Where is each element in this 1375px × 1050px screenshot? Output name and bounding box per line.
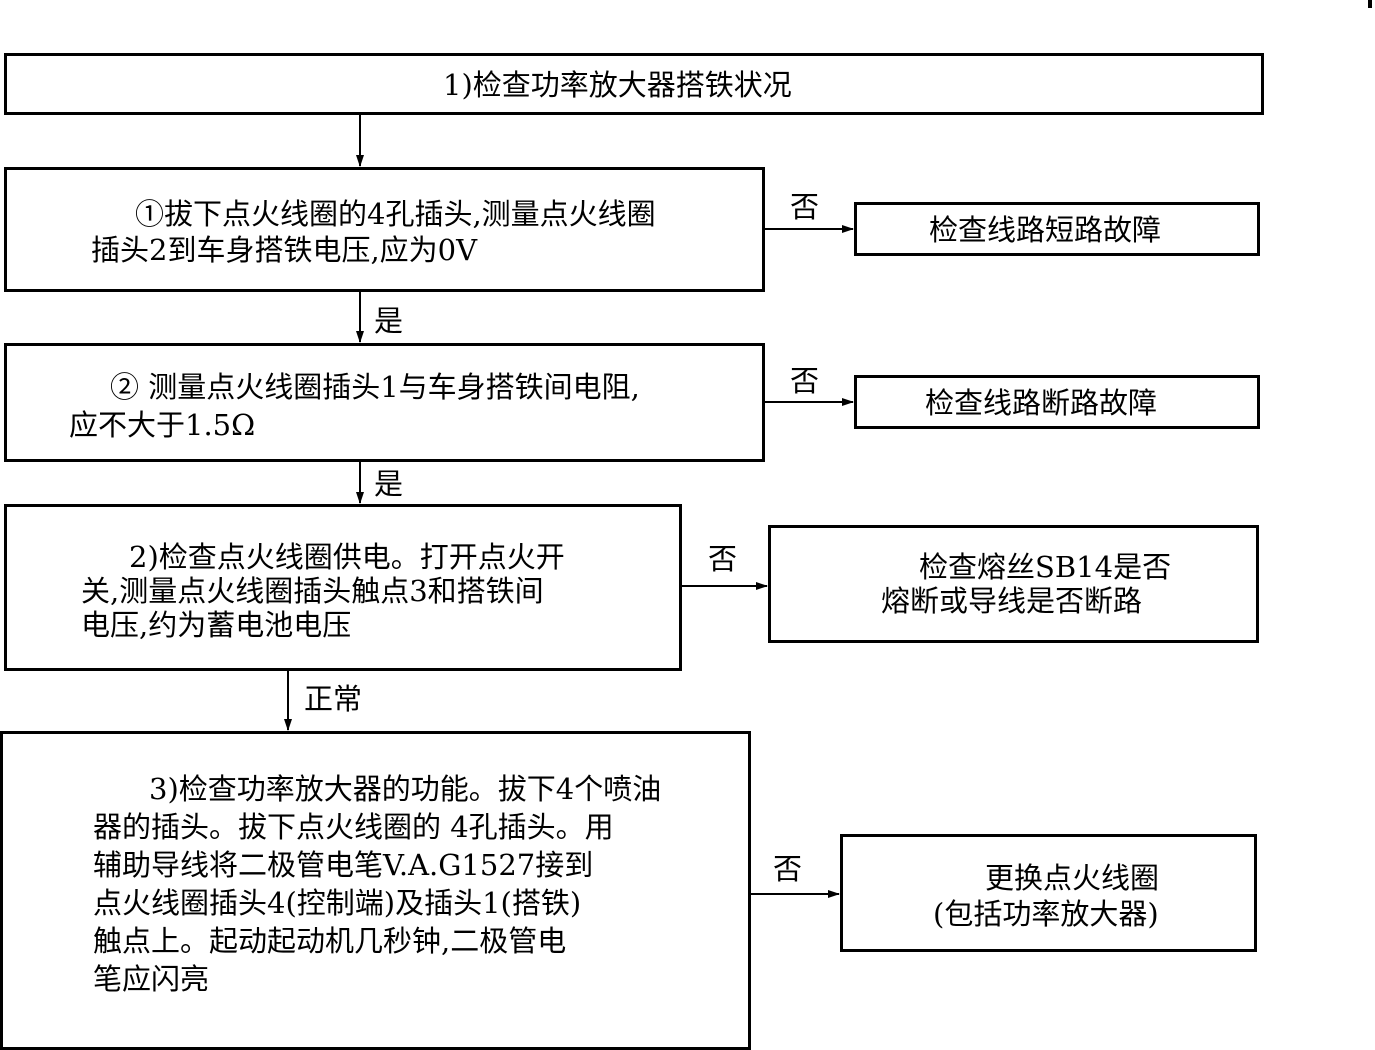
label-no-2: 否 [790,364,820,398]
label-no-3: 否 [708,542,738,576]
label-no-4: 否 [773,852,803,886]
step2-line-1: 2)检查点火线圈供电。打开点火开 [129,540,565,574]
step2-line-2: 关,测量点火线圈插头触点3和搭铁间 [81,574,544,608]
label-yes-1: 是 [374,304,404,338]
result3-box: 检查熔丝SB14是否 熔断或导线是否断路 [768,525,1259,643]
step3-line-4: 点火线圈插头4(控制端)及插头1(搭铁) [93,886,582,920]
step1-box: 1)检查功率放大器搭铁状况 [4,53,1264,115]
step3-box: 3)检查功率放大器的功能。拔下4个喷油 器的插头。拔下点火线圈的 4孔插头。用 … [0,731,751,1050]
step3-line-2: 器的插头。拔下点火线圈的 4孔插头。用 [93,810,614,844]
step3-line-3: 辅助导线将二极管电笔V.A.G1527接到 [93,848,594,882]
result2-text: 检查线路断路故障 [925,386,1158,420]
label-yes-2: 是 [374,467,404,501]
result3-line-2: 熔断或导线是否断路 [881,584,1143,618]
step1b-line-2: 应不大于1.5Ω [69,408,256,442]
label-no-1: 否 [790,190,820,224]
step1a-line-1: ①拔下点火线圈的4孔插头,测量点火线圈 [135,197,656,231]
step3-line-6: 笔应闪亮 [93,962,210,996]
step2-box: 2)检查点火线圈供电。打开点火开 关,测量点火线圈插头触点3和搭铁间 电压,约为… [4,504,682,671]
result4-line-1: 更换点火线圈 [985,861,1160,895]
step3-line-1: 3)检查功率放大器的功能。拔下4个喷油 [149,772,662,806]
corner-mark [1368,0,1372,8]
result1-box: 检查线路短路故障 [854,202,1260,256]
step1b-box: ② 测量点火线圈插头1与车身搭铁间电阻, 应不大于1.5Ω [4,343,765,462]
result4-box: 更换点火线圈 (包括功率放大器) [840,834,1257,952]
step1a-box: ①拔下点火线圈的4孔插头,测量点火线圈 插头2到车身搭铁电压,应为0V [4,167,765,292]
step1b-line-1: ② 测量点火线圈插头1与车身搭铁间电阻, [110,370,640,404]
result1-text: 检查线路短路故障 [929,213,1162,247]
result4-line-2: (包括功率放大器) [933,897,1159,931]
step2-line-3: 电压,约为蓄电池电压 [81,608,352,642]
step3-line-5: 触点上。起动起动机几秒钟,二极管电 [93,924,567,958]
label-normal: 正常 [304,682,363,716]
step1a-line-2: 插头2到车身搭铁电压,应为0V [91,233,478,267]
result3-line-1: 检查熔丝SB14是否 [919,550,1172,584]
step1-title: 1)检查功率放大器搭铁状况 [443,68,792,102]
result2-box: 检查线路断路故障 [854,375,1260,429]
